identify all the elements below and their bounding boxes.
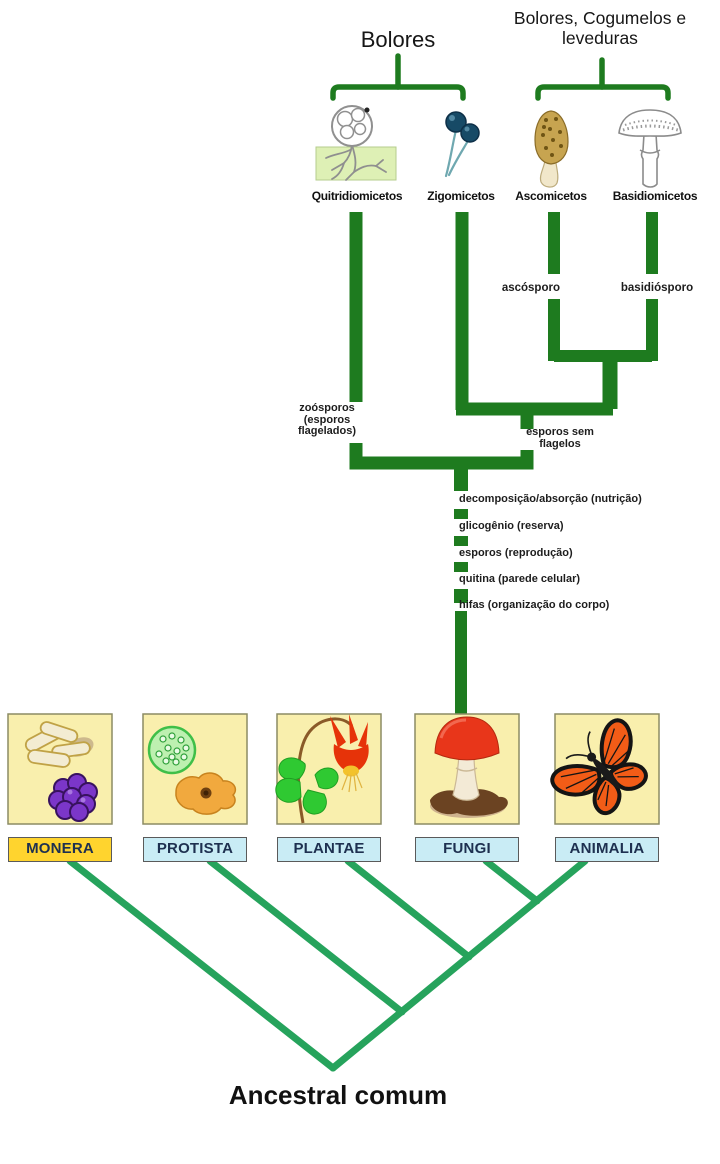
characteristic-reserva: glicogênio (reserva) [459, 520, 564, 532]
zygomycete-sporangia-illustration [444, 111, 480, 178]
kingdom-label-protista: PROTISTA [143, 837, 247, 862]
zoosporos-line3: flagelados) [297, 425, 357, 437]
mushroom-illustration [430, 716, 508, 818]
group-label-ascomicetos: Ascomicetos [515, 189, 587, 203]
group-label-quitridiomicetos: Quitridiomicetos [311, 189, 403, 203]
kingdom-cladogram-branches [66, 857, 589, 1072]
zoosporos-label: zoósporos (esporos flagelados) [287, 402, 367, 438]
ascosporo-label: ascósporo [501, 282, 560, 294]
kingdom-label-plantae: PLANTAE [277, 837, 381, 862]
chytrid-illustration [315, 105, 397, 181]
morel-illustration [534, 110, 569, 188]
group-label-zigomicetos: Zigomicetos [427, 189, 495, 203]
basidiosporo-label: basidiósporo [620, 282, 694, 294]
fungal-tree-branches [349, 212, 658, 714]
bolores-heading: Bolores [360, 27, 436, 52]
characteristic-hifas: hifas (organização do corpo) [459, 599, 610, 611]
bolores-cogumelos-line1: Bolores, Cogumelos e [513, 8, 687, 28]
esporos-sem-flagelos-label: esporos sem flagelos [511, 426, 609, 450]
zoosporos-line1: zoósporos [299, 402, 355, 414]
characteristic-reproducao: esporos (reprodução) [459, 547, 573, 559]
esporos-sem-line1: esporos sem [526, 426, 594, 438]
bacteria-illustration [24, 721, 98, 822]
bolores-bracket [330, 53, 466, 101]
protist-illustration [147, 725, 237, 815]
kingdom-label-animalia: ANIMALIA [555, 837, 659, 862]
columbine-flower-illustration [275, 714, 369, 824]
kingdom-label-monera: MONERA [8, 837, 112, 862]
butterfly-illustration [550, 718, 648, 816]
characteristic-parede-celular: quitina (parede celular) [459, 573, 581, 585]
esporos-sem-line2: flagelos [539, 438, 581, 450]
group-label-basidiomicetos: Basidiomicetos [612, 189, 698, 203]
kingdom-label-fungi: FUNGI [415, 837, 519, 862]
cogumelos-bracket [535, 57, 671, 101]
bolores-cogumelos-line2: leveduras [562, 28, 638, 48]
common-ancestor-label: Ancestral comum [228, 1080, 448, 1110]
zoosporos-line2: (esporos [303, 413, 351, 426]
gilled-mushroom-illustration [618, 109, 682, 188]
characteristic-nutricao: decomposição/absorção (nutrição) [459, 493, 642, 505]
bolores-cogumelos-heading: Bolores, Cogumelos e leveduras [500, 8, 700, 48]
